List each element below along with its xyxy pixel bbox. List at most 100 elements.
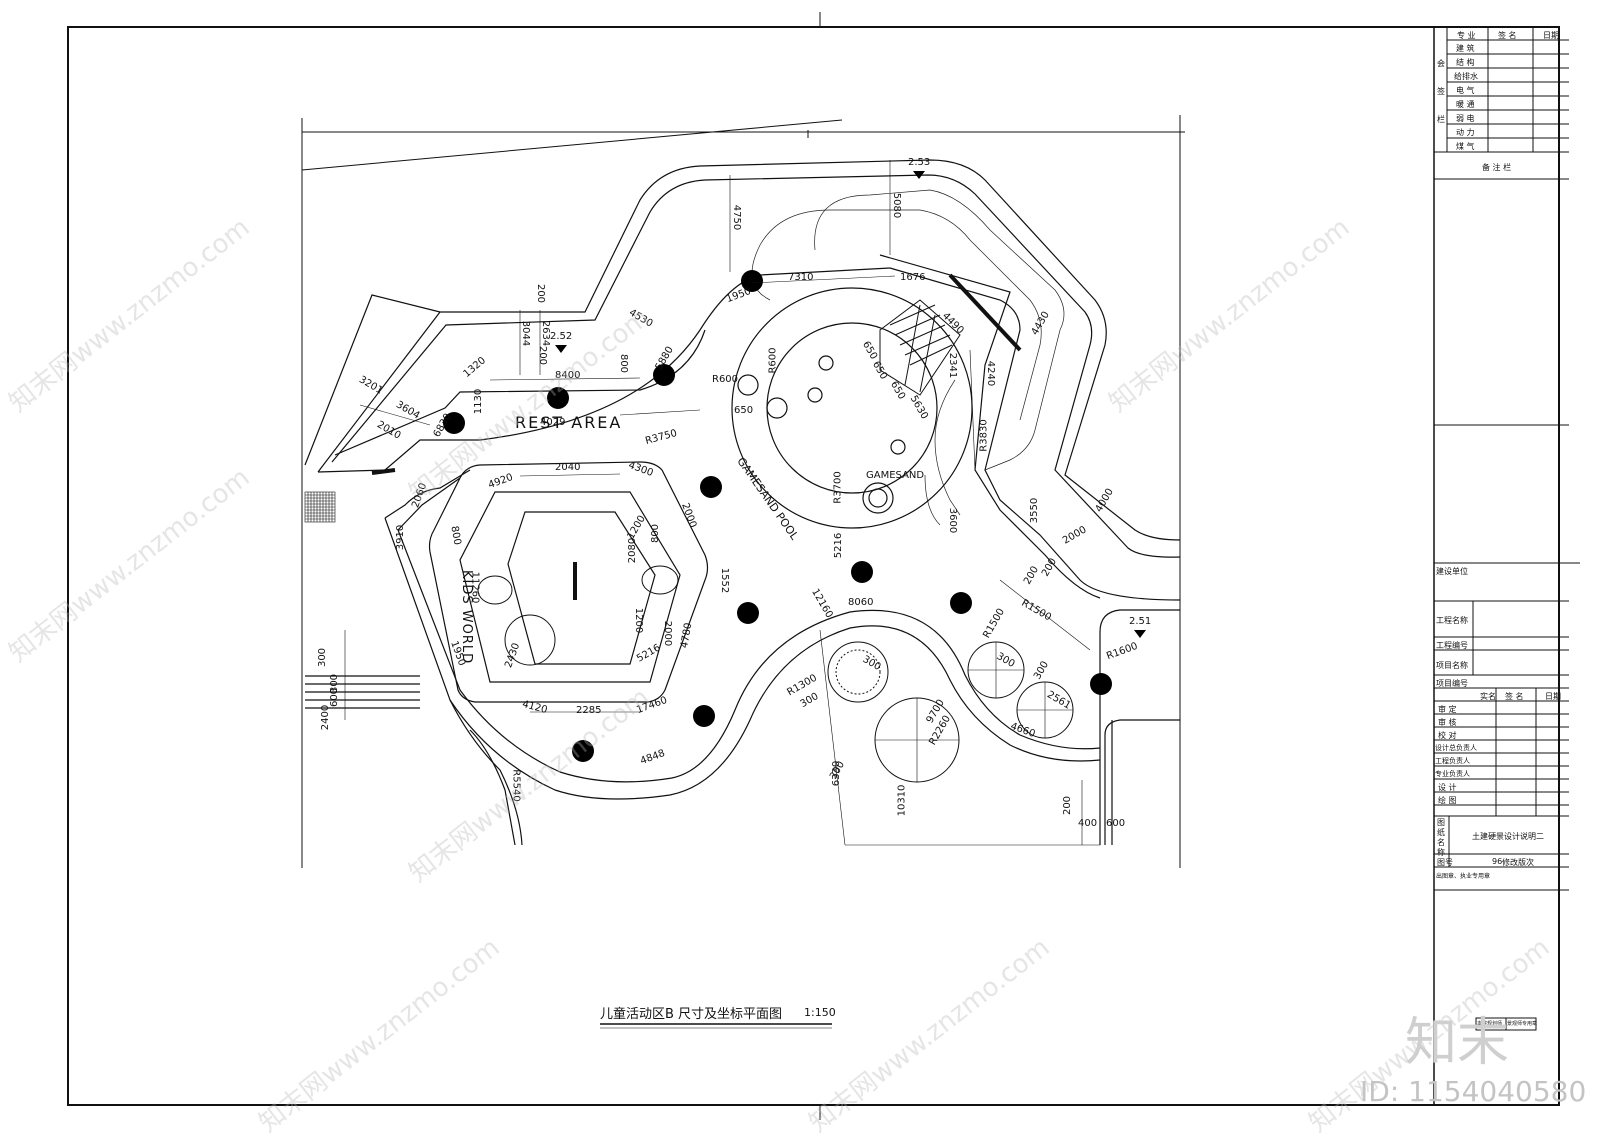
dimension-label: 2080: [627, 537, 639, 564]
tb-discipline: 暖 通: [1456, 100, 1475, 109]
dimension-label: 4240: [985, 360, 997, 387]
dimension-label: 200: [1062, 795, 1074, 816]
dimension-label: 1552: [719, 567, 731, 594]
elevation-label: 2.51: [1129, 616, 1152, 627]
dimension-label: 1200: [633, 607, 645, 634]
tb-sheet-no-label: 图号: [1437, 858, 1453, 867]
dimension-label: 2000: [662, 620, 674, 647]
dimension-label: R3700: [832, 471, 844, 504]
tb-header-date: 日期: [1543, 31, 1559, 40]
dimension-label: 7310: [788, 272, 814, 283]
dimension-label: 3600: [947, 507, 959, 534]
elevation-label: 2.52: [550, 331, 573, 342]
tb-discipline: 煤 气: [1456, 142, 1475, 151]
brand-logo: 知末: [1405, 1013, 1510, 1073]
dimension-label: R600: [712, 374, 739, 385]
dimension-label: 800: [650, 523, 662, 544]
dimension-label: 3910: [395, 524, 407, 551]
tb-approval-row: 审 核: [1438, 718, 1457, 727]
tb-approval-row: 工程负责人: [1435, 757, 1470, 765]
dimension-label: 8060: [848, 597, 874, 608]
tree-markers: [443, 270, 1112, 762]
tb-revision-label: 修改版次: [1502, 858, 1534, 867]
tb-approval-row: 校 对: [1438, 731, 1457, 740]
gamesand-pool: [731, 287, 973, 529]
tb-sign-side: 栏: [1437, 115, 1445, 124]
tb-approval-header: 签 名: [1505, 692, 1524, 701]
dimension-label: 6330: [831, 760, 843, 787]
drawing-frame: [67, 26, 1560, 1106]
tb-header-signature: 签 名: [1498, 31, 1517, 40]
drawing-scale: 1:150: [804, 1006, 836, 1019]
dimension-label: 2285: [576, 705, 602, 716]
dimension-lines: [344, 160, 1100, 846]
dimension-label: 600: [1106, 818, 1126, 829]
tb-stamp-box: 景观师专用章: [1507, 1021, 1538, 1027]
dimension-label: 200: [537, 345, 549, 366]
dimension-label: R600: [767, 347, 779, 374]
elevation-triangles: [555, 171, 1146, 638]
dimension-label: 2634: [540, 320, 552, 347]
dimension-label: 10310: [896, 784, 908, 817]
title-block: [1433, 26, 1569, 1106]
tb-remarks: 备 注 栏: [1482, 163, 1512, 172]
tb-client: 建设单位: [1436, 567, 1468, 576]
tb-approval-row: 设计总负责人: [1435, 744, 1477, 752]
tb-header-discipline: 专 业: [1457, 31, 1476, 40]
tb-discipline: 动 力: [1456, 128, 1475, 137]
dimension-label: 300: [317, 647, 329, 668]
tb-sign-side: 会: [1437, 59, 1445, 68]
dimension-label: 11260: [469, 571, 481, 604]
tb-discipline: 建 筑: [1456, 44, 1475, 53]
rest-area-label: REST AREA: [515, 413, 623, 432]
resource-id: ID: 1154040580: [1360, 1075, 1587, 1108]
tb-item-name: 项目名称: [1436, 661, 1468, 670]
dimension-label: 1676: [900, 272, 926, 283]
play-stairs: [879, 299, 961, 396]
hatched-block: [304, 491, 336, 523]
tb-project-no: 工程编号: [1436, 641, 1468, 650]
tb-stamp-note: 出图章、执业专用章: [1436, 873, 1491, 880]
tb-approval-row: 绘 图: [1438, 796, 1457, 805]
tb-approval-header: 实名: [1480, 692, 1496, 701]
tb-sign-side: 签: [1437, 87, 1445, 96]
dimension-label: 200: [535, 283, 547, 304]
tb-project-name: 工程名称: [1436, 616, 1468, 625]
tb-discipline: 给排水: [1454, 72, 1478, 81]
dimension-label: 4029: [540, 417, 566, 428]
dimension-label: 2341: [947, 352, 959, 379]
wall-segment: [948, 273, 1022, 352]
tb-approval-row: 审 定: [1438, 705, 1457, 714]
dimension-label: 3550: [1029, 497, 1041, 524]
tb-item-no: 项目编号: [1436, 679, 1468, 688]
tb-sheet-name: 土建硬景设计说明二: [1472, 832, 1544, 841]
tb-approval-header: 日期: [1545, 692, 1561, 701]
pool-contours: [751, 189, 1065, 526]
dimension-label: 5080: [891, 192, 903, 219]
tb-approval-row: 设 计: [1438, 783, 1457, 792]
dimension-label: 650: [734, 405, 754, 416]
drawing-title: 儿童活动区B 尺寸及坐标平面图: [600, 1007, 783, 1022]
dimension-label: 2400: [320, 704, 332, 731]
tb-sheet-name-label: 图纸名称: [1437, 818, 1445, 857]
tb-discipline: 电 气: [1456, 86, 1475, 95]
tb-approval-row: 专业负责人: [1435, 770, 1470, 778]
dimension-label: 2040: [555, 462, 581, 473]
dimension-label: 800: [618, 353, 630, 374]
tb-discipline: 结 构: [1456, 58, 1475, 67]
elevation-label: 2.53: [908, 157, 931, 168]
tb-discipline: 弱 电: [1456, 114, 1475, 123]
dimension-label: 4750: [731, 204, 743, 231]
dimension-label: R3830: [978, 419, 990, 452]
tb-stamp-box: 本院规划师: [1477, 1021, 1503, 1027]
dimension-label: 1130: [473, 388, 485, 415]
plan-outlines: [304, 159, 1181, 846]
dimension-label: 3044: [520, 320, 532, 347]
kids-world-features: [477, 565, 679, 666]
dimension-label: GAMESAND: [866, 470, 925, 481]
dimension-label: 8400: [555, 370, 581, 381]
dimension-label: 400: [1078, 818, 1098, 829]
site-boundary: [301, 115, 1185, 868]
wall-segment-left: [371, 468, 396, 475]
